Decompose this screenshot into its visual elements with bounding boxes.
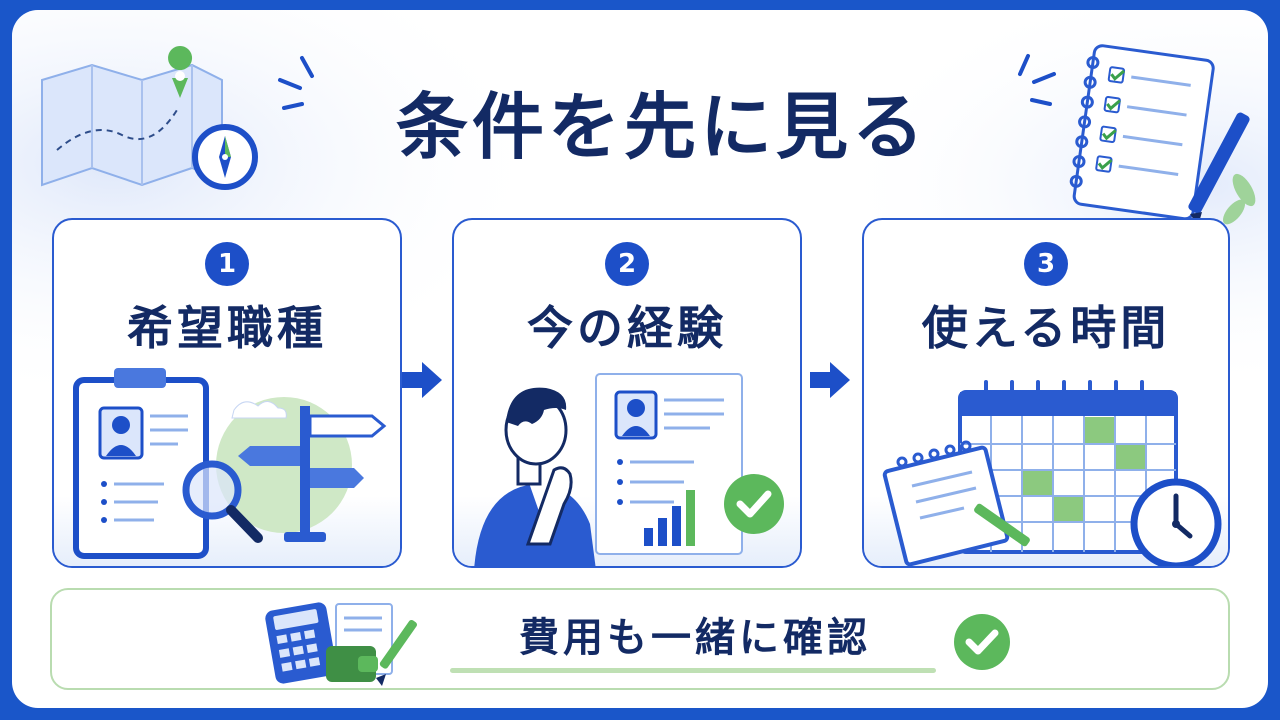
leaf-icon	[1222, 173, 1256, 225]
signpost-icon	[238, 406, 387, 542]
wallet-icon	[326, 646, 378, 682]
calendar-icon	[882, 380, 1222, 566]
clock-icon	[1130, 478, 1222, 566]
checklist-notebook-icon	[1069, 44, 1256, 226]
calculator-icon	[265, 602, 417, 686]
magnifier-icon	[182, 460, 263, 543]
resume-chart-icon	[474, 373, 784, 566]
cost-reminder-bar: 費用も一緒に確認	[50, 588, 1230, 690]
step-label: 希望職種	[127, 301, 327, 355]
sparkle-icon	[278, 56, 314, 110]
arrow-right-icon	[810, 362, 850, 398]
compass-icon	[192, 124, 258, 190]
check-badge-icon	[724, 474, 784, 534]
notepad-icon	[882, 440, 1030, 566]
infographic-frame: 条件を先に見る	[12, 10, 1268, 708]
step-label: 使える時間	[921, 301, 1171, 355]
step-number-badge: 1	[205, 242, 249, 286]
step-card-1: 1 希望職種	[52, 218, 402, 568]
arrow-right-icon	[402, 362, 442, 398]
sparkle-icon	[1018, 54, 1056, 106]
step-card-3: 3 使える時間	[862, 218, 1230, 568]
check-badge-icon	[954, 614, 1010, 670]
clipboard-profile-icon	[73, 368, 387, 559]
step-card-2: 2 今の経験	[452, 218, 802, 568]
map-icon	[41, 46, 223, 187]
cost-reminder-text: 費用も一緒に確認	[519, 615, 871, 661]
step-label: 今の経験	[527, 301, 727, 355]
page-title: 条件を先に見る	[395, 85, 928, 169]
step-number-badge: 2	[605, 242, 649, 286]
step-number-badge: 3	[1024, 242, 1068, 286]
thinking-person-icon	[474, 387, 596, 566]
text-underline	[450, 668, 936, 673]
